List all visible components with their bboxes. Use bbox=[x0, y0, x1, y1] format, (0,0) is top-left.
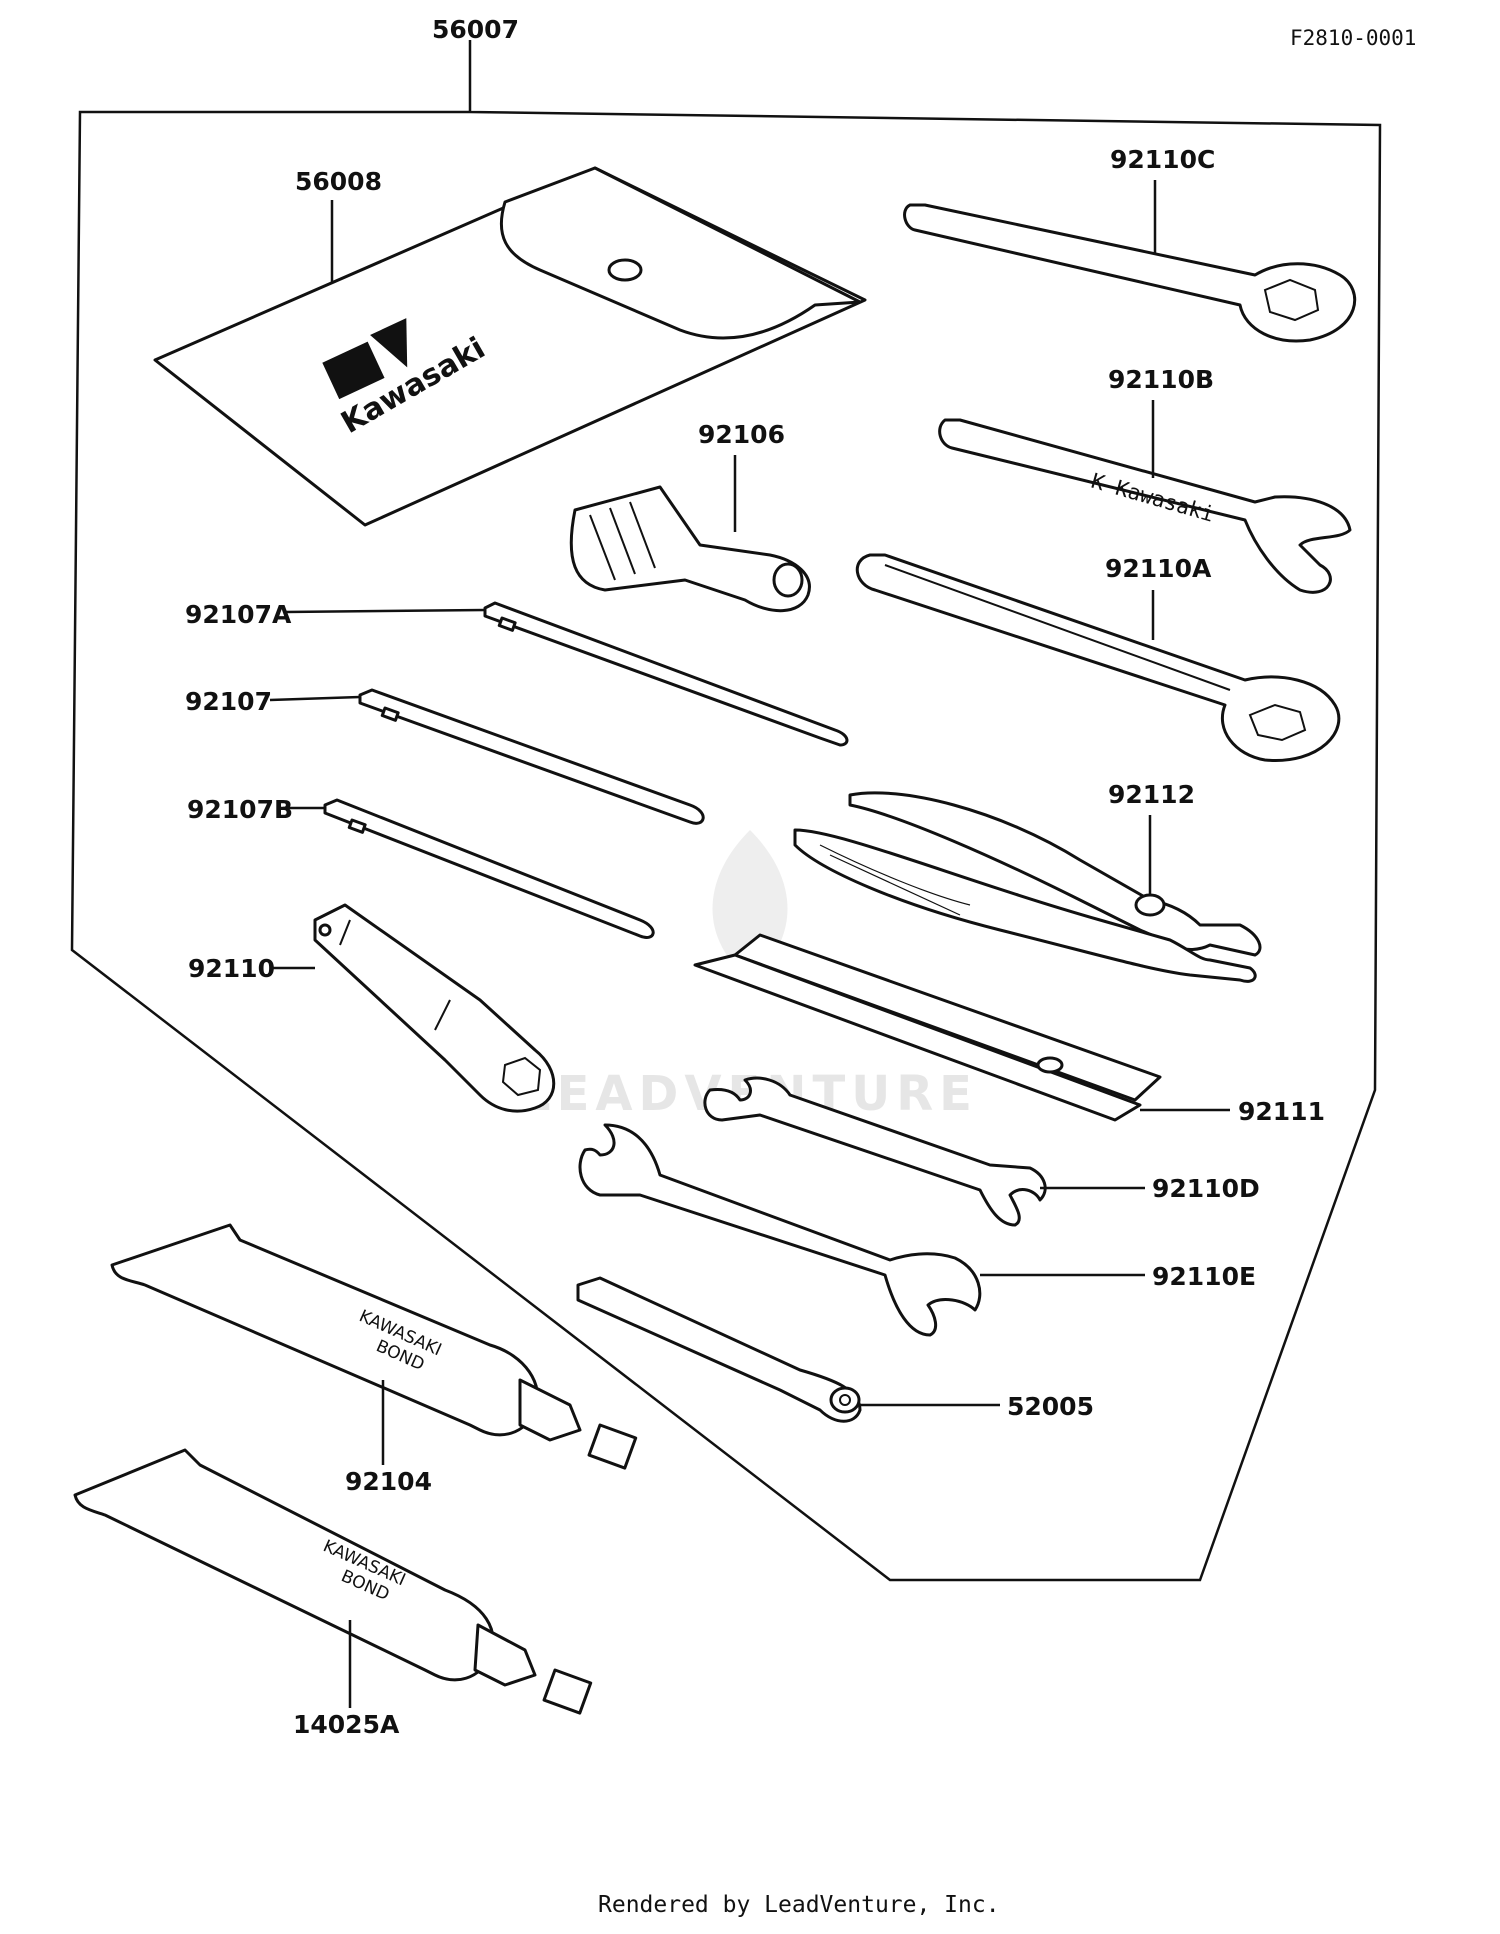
label-92111: 92111 bbox=[1238, 1097, 1325, 1126]
label-92112: 92112 bbox=[1108, 780, 1195, 809]
plate-92111 bbox=[693, 933, 1162, 1122]
label-92110D: 92110D bbox=[1152, 1174, 1260, 1203]
plug-wrench-92110 bbox=[313, 903, 556, 1113]
label-92110E: 92110E bbox=[1152, 1262, 1256, 1291]
label-92104: 92104 bbox=[345, 1467, 432, 1496]
label-56008: 56008 bbox=[295, 167, 382, 196]
open-end-wrench-92110E bbox=[578, 1123, 982, 1337]
label-52005: 52005 bbox=[1007, 1392, 1094, 1421]
diagram-code: F2810-0001 bbox=[1290, 26, 1416, 50]
label-92107A: 92107A bbox=[185, 600, 292, 629]
label-14025A: 14025A bbox=[293, 1710, 400, 1739]
open-end-wrench-92110D bbox=[703, 1076, 1047, 1227]
tool-52005 bbox=[576, 1276, 862, 1423]
tool-pouch: Kawasaki bbox=[153, 166, 867, 527]
kit-outline bbox=[70, 40, 1382, 1582]
screwdriver-92107 bbox=[358, 688, 705, 825]
box-wrench-92110A bbox=[855, 553, 1341, 762]
screwdriver-92107A bbox=[483, 601, 849, 747]
bond-tube-14025A: KAWASAKI BOND bbox=[73, 1448, 593, 1715]
footer-credit: Rendered by LeadVenture, Inc. bbox=[598, 1892, 1000, 1918]
label-56007: 56007 bbox=[432, 15, 519, 44]
label-92110C: 92110C bbox=[1110, 145, 1215, 174]
pliers-92112 bbox=[793, 791, 1262, 983]
handle-92106 bbox=[569, 485, 811, 613]
label-92106: 92106 bbox=[698, 420, 785, 449]
label-92110B: 92110B bbox=[1108, 365, 1214, 394]
watermark: LEADVENTURE bbox=[520, 830, 972, 1122]
box-wrench-92110C bbox=[903, 203, 1357, 343]
label-92107B: 92107B bbox=[187, 795, 293, 824]
label-92107: 92107 bbox=[185, 687, 272, 716]
label-92110: 92110 bbox=[188, 954, 275, 983]
bond-tube-92104: KAWASAKI BOND bbox=[110, 1223, 638, 1470]
label-92110A: 92110A bbox=[1105, 554, 1212, 583]
screwdriver-92107B bbox=[323, 798, 655, 939]
